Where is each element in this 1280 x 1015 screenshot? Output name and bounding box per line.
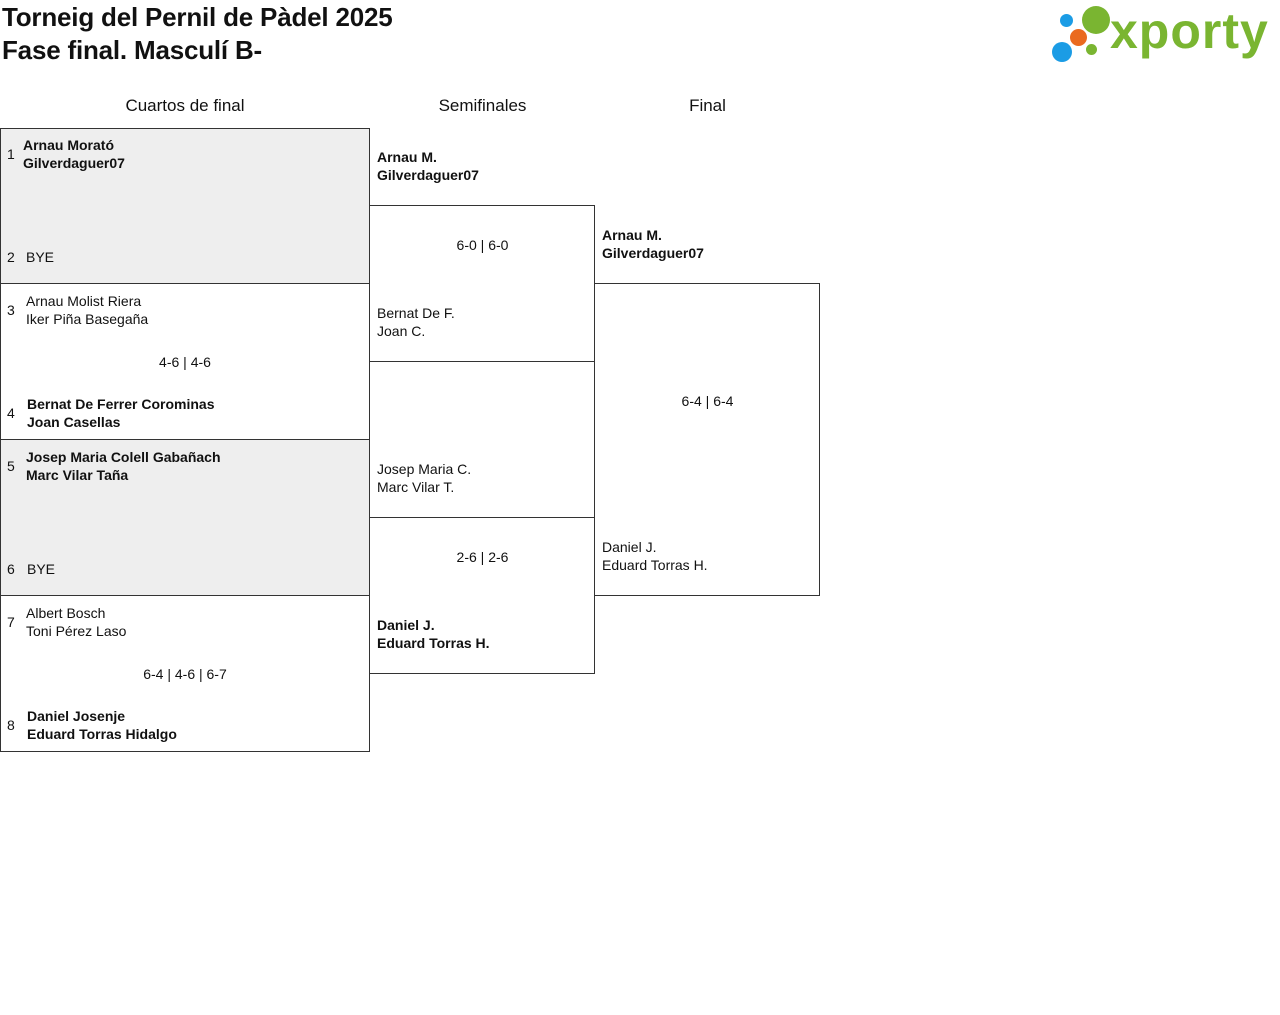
player-name: Gilverdaguer07 [602,245,704,261]
seed-number: 7 [7,614,15,630]
logo-dot-blue-large-icon [1052,42,1072,62]
player-name: Eduard Torras H. [377,635,490,651]
player-name: Toni Pérez Laso [26,623,127,639]
page-title: Torneig del Pernil de Pàdel 2025 [2,2,393,32]
player-name: Arnau Molist Riera [26,293,142,309]
match-score: 6-4 | 4-6 | 6-7 [143,666,227,682]
player-name: Gilverdaguer07 [23,155,125,171]
logo-text: xporty [1110,3,1269,59]
player-name: Joan C. [377,323,426,339]
player-name: Eduard Torras H. [602,557,708,573]
player-name: Albert Bosch [26,605,106,621]
page-subtitle: Fase final. Masculí B- [2,35,263,65]
player-name: Iker Piña Basegaña [26,311,149,327]
bye-label: BYE [26,249,55,265]
player-name: Arnau M. [602,227,662,243]
seed-number: 6 [7,561,15,577]
seed-number: 3 [7,302,15,318]
seed-number: 5 [7,458,15,474]
round-header-final: Final [689,96,726,115]
logo-dot-blue-small-icon [1060,14,1073,27]
round-header-semifinals: Semifinales [438,96,527,115]
player-name: Bernat De Ferrer Corominas [27,396,215,412]
player-name: Joan Casellas [27,414,121,430]
player-name: Josep Maria C. [377,461,472,477]
match-score: 6-0 | 6-0 [456,237,509,253]
match-score: 4-6 | 4-6 [159,354,211,370]
seed-number: 2 [7,249,15,265]
logo-dot-orange-icon [1070,29,1087,46]
logo-dot-green-icon [1082,6,1110,34]
seed-number: 8 [7,717,15,733]
quarterfinal-match-1[interactable] [0,128,370,284]
player-name: Daniel J. [602,539,657,555]
player-name: Daniel J. [377,617,435,633]
seed-number: 4 [7,405,15,421]
player-name: Marc Vilar T. [377,479,455,495]
player-name: Bernat De F. [377,305,455,321]
player-name: Josep Maria Colell Gabañach [26,449,221,465]
final-match[interactable] [594,283,820,596]
player-name: Eduard Torras Hidalgo [27,726,177,742]
player-name: Marc Vilar Taña [26,467,129,483]
quarterfinal-match-3[interactable] [0,439,370,596]
match-score: 6-4 | 6-4 [681,393,734,409]
bye-label: BYE [27,561,56,577]
round-header-quarterfinals: Cuartos de final [125,96,245,115]
match-score: 2-6 | 2-6 [456,549,509,565]
xporty-logo[interactable]: xporty [1052,3,1274,66]
player-name: Daniel Josenje [27,708,126,724]
player-name: Arnau Morató [23,137,114,153]
seed-number: 1 [7,146,15,162]
player-name: Gilverdaguer07 [377,167,479,183]
logo-dot-green-small-icon [1086,44,1097,55]
player-name: Arnau M. [377,149,437,165]
